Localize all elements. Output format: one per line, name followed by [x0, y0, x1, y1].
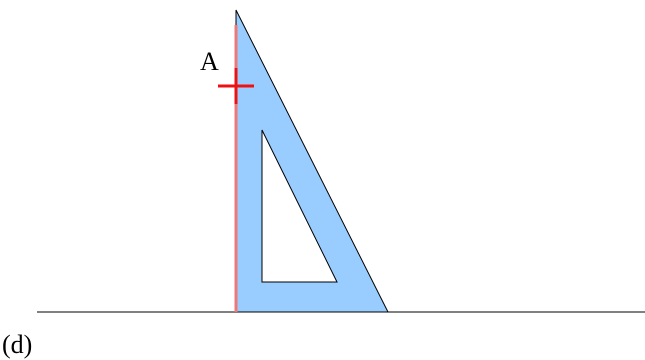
point-a-label: A: [200, 47, 219, 76]
panel-label: (d): [2, 330, 32, 359]
point-a-marker: [218, 68, 254, 104]
set-square: [235, 9, 389, 313]
